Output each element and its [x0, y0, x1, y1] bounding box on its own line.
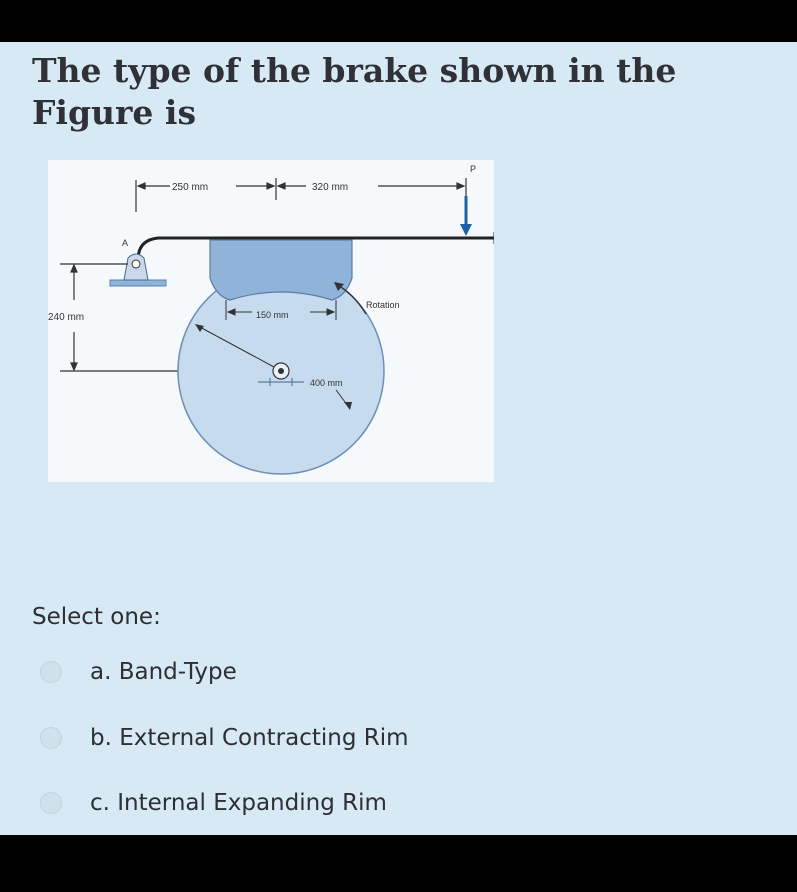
option-label: a. Band-Type [90, 659, 237, 685]
rotation-label: Rotation [366, 300, 400, 310]
point-a-label: A [122, 238, 128, 248]
question-title: The type of the brake shown in the Figur… [32, 51, 677, 132]
dim-150-label: 150 mm [256, 310, 289, 320]
brake-diagram: 250 mm 320 mm P A [48, 164, 494, 475]
option-band-type[interactable]: a. Band-Type [40, 654, 237, 690]
radio-button[interactable] [40, 727, 62, 749]
dim-400-arrow [335, 389, 352, 410]
force-label: P [470, 164, 476, 174]
option-label: b. External Contracting Rim [90, 725, 409, 751]
force-arrow [460, 196, 472, 236]
quiz-question-panel: The type of the brake shown in the Figur… [0, 42, 797, 835]
wheel-hub [258, 362, 304, 386]
radio-button[interactable] [40, 661, 62, 683]
dimension-top [135, 178, 467, 212]
brake-shoe [209, 239, 353, 301]
option-external-contracting-rim[interactable]: b. External Contracting Rim [40, 720, 409, 756]
dimension-150 [225, 300, 337, 320]
option-label: c. Internal Expanding Rim [90, 790, 387, 816]
select-one-label: Select one: [32, 604, 161, 630]
pin-support-a [109, 253, 167, 287]
dim-250-label: 250 mm [172, 182, 208, 193]
rotation-arrow [334, 282, 367, 315]
brake-figure: 250 mm 320 mm P A [48, 160, 494, 482]
radio-button[interactable] [40, 792, 62, 814]
dim-320-label: 320 mm [312, 182, 348, 193]
radius-line [195, 324, 275, 368]
dim-240-label: 240 mm [48, 312, 84, 323]
option-internal-expanding-rim[interactable]: c. Internal Expanding Rim [40, 785, 387, 821]
dim-400-label: 400 mm [310, 378, 343, 388]
